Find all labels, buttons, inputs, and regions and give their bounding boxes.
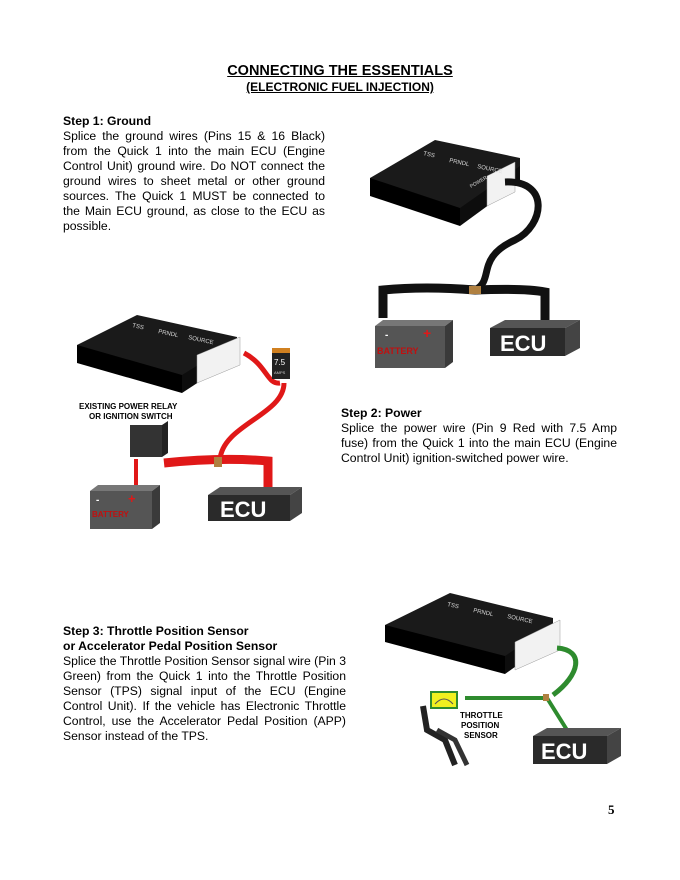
step-2-body: Splice the power wire (Pin 9 Red with 7.… — [341, 421, 617, 465]
step-3-heading-line2: or Accelerator Pedal Position Sensor — [63, 639, 278, 653]
module-connector — [486, 161, 516, 207]
step-3-throttle: Step 3: Throttle Position Sensor or Acce… — [63, 624, 346, 744]
step-1-ground: Step 1: Ground Splice the ground wires (… — [63, 114, 325, 234]
module-label-prndl: PRNDL — [449, 158, 471, 168]
quick1-module: TSS PRNDL SOURCE — [77, 315, 241, 393]
page-number: 5 — [608, 802, 615, 817]
ecu-label: ECU — [500, 331, 546, 356]
svg-text:TSS: TSS — [447, 602, 460, 610]
splice-icon — [543, 694, 549, 701]
svg-text:PRNDL: PRNDL — [158, 329, 180, 339]
power-wiring-diagram: TSS PRNDL SOURCE 7.5 AMPS EXISTING POWER… — [77, 315, 302, 529]
step-1-heading: Step 1: Ground — [63, 114, 152, 128]
tps-label-line2: POSITION — [461, 721, 499, 730]
svg-text:-: - — [385, 330, 388, 341]
tps-label-line3: SENSOR — [464, 731, 498, 740]
ground-wire — [473, 178, 542, 294]
ecu-label: ECU — [220, 497, 266, 522]
ecu-box: ECU — [490, 320, 580, 356]
battery-icon: - + BATTERY — [375, 320, 453, 368]
power-wire — [217, 382, 287, 461]
svg-text:TSS: TSS — [132, 323, 145, 331]
tps-wire — [551, 645, 579, 698]
splice-icon — [214, 457, 222, 467]
module-connector — [196, 336, 241, 384]
battery-icon: - + BATTERY — [90, 485, 160, 529]
power-wire — [242, 350, 281, 386]
svg-text:AMPS: AMPS — [274, 370, 286, 375]
relay-icon — [130, 421, 168, 457]
step-2-power: Step 2: Power Splice the power wire (Pin… — [341, 406, 617, 466]
ecu-box: ECU — [533, 728, 621, 764]
ecu-box: ECU — [208, 487, 302, 522]
tps-wiring-diagram: TSS PRNDL SOURCE THROTTLE POSITION SENSO… — [385, 593, 621, 767]
ground-wiring-diagram: TSS PRNDL SOURCE POWER - + BATTERY ECU — [370, 140, 580, 368]
quick1-module: TSS PRNDL SOURCE POWER — [370, 140, 520, 226]
step-3-heading-line1: Step 3: Throttle Position Sensor — [63, 624, 249, 638]
svg-text:PRNDL: PRNDL — [473, 608, 495, 618]
step-3-body: Splice the Throttle Position Sensor sign… — [63, 654, 346, 743]
throttle-sensor-icon — [430, 691, 458, 709]
relay-label-line2: OR IGNITION SWITCH — [89, 412, 173, 421]
svg-text:SOURCE: SOURCE — [188, 335, 214, 346]
battery-label: BATTERY — [377, 346, 419, 356]
svg-text:+: + — [423, 325, 431, 341]
splice-icon — [469, 286, 481, 294]
tps-label-line1: THROTTLE — [460, 711, 503, 720]
battery-label: BATTERY — [92, 510, 130, 519]
module-label-source: SOURCE — [477, 164, 503, 175]
fuse-value: 7.5 — [274, 358, 286, 367]
ignition-wire — [163, 454, 273, 495]
page-title: CONNECTING THE ESSENTIALS — [227, 63, 453, 79]
step-1-body: Splice the ground wires (Pins 15 & 16 Bl… — [63, 129, 325, 233]
step-2-heading: Step 2: Power — [341, 406, 422, 420]
svg-text:-: - — [96, 495, 99, 506]
pedal-icon — [420, 705, 458, 767]
page-subtitle: (ELECTRONIC FUEL INJECTION) — [246, 80, 434, 94]
svg-text:+: + — [128, 491, 136, 506]
pedal-icon — [435, 727, 470, 767]
fuse-icon: 7.5 AMPS — [272, 348, 290, 379]
ecu-label: ECU — [541, 739, 587, 764]
module-label-tss: TSS — [423, 151, 436, 159]
quick1-module: TSS PRNDL SOURCE — [385, 593, 561, 674]
svg-text:SOURCE: SOURCE — [507, 614, 533, 625]
relay-label-line1: EXISTING POWER RELAY — [79, 402, 178, 411]
